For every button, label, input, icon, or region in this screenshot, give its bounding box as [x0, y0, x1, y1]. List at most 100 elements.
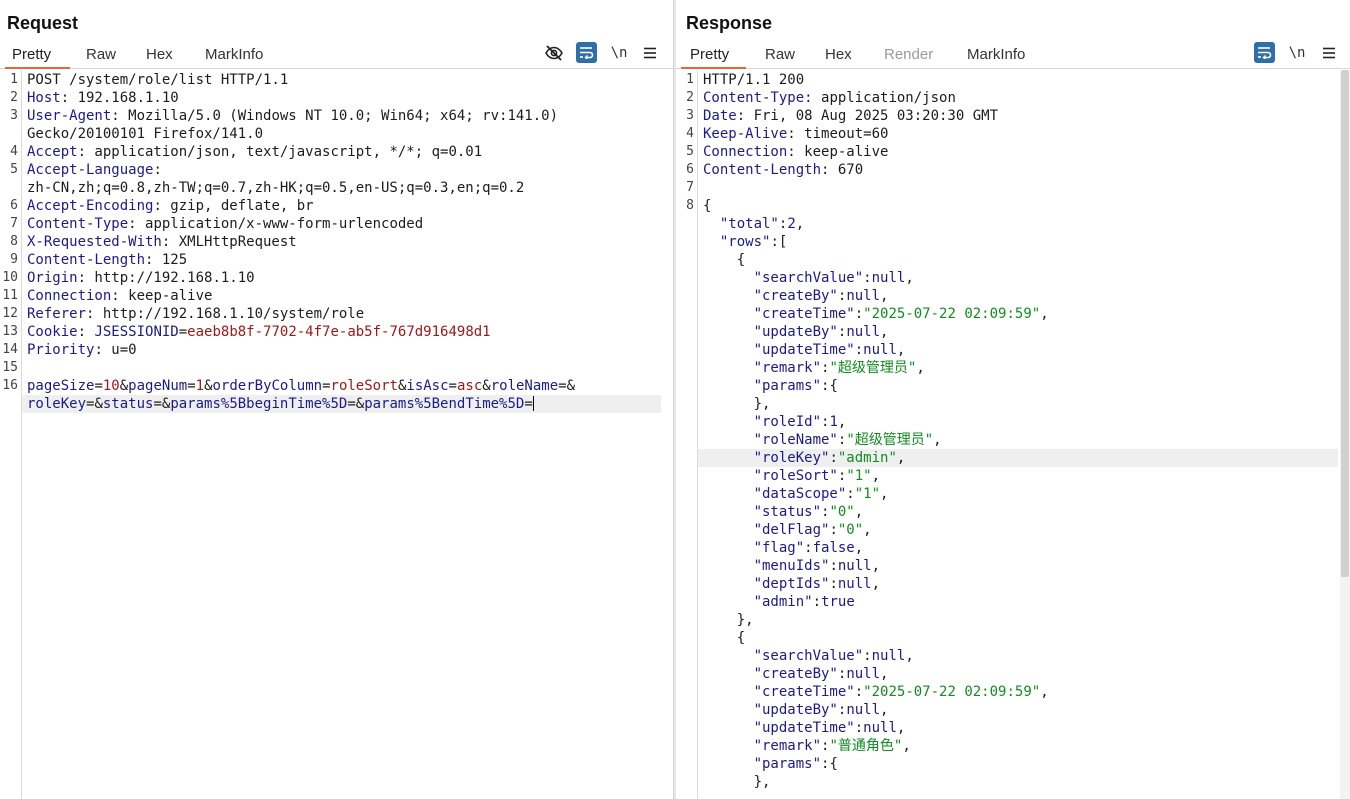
line-number: 1 [686, 72, 694, 87]
response-code-line[interactable]: "searchValue":null, [698, 269, 1338, 287]
code-token: { [703, 252, 746, 268]
eye-off-icon[interactable] [543, 42, 565, 64]
tab-response-pretty[interactable]: Pretty [681, 45, 746, 69]
response-code-line[interactable]: "params":{ [698, 377, 1338, 395]
response-code-line[interactable]: "status":"0", [698, 503, 1338, 521]
request-code-line[interactable]: Referer: http://192.168.1.10/system/role [22, 305, 661, 323]
code-token: "updateBy" [753, 702, 838, 718]
line-number: 5 [10, 162, 18, 177]
request-code-line[interactable] [22, 359, 661, 377]
response-code-line[interactable]: "roleKey":"admin", [698, 449, 1338, 467]
tab-response-raw[interactable]: Raw [765, 46, 796, 63]
response-scroll-thumb[interactable] [1341, 70, 1349, 577]
code-token: , [880, 702, 889, 718]
request-code-line[interactable]: POST /system/role/list HTTP/1.1 [22, 71, 661, 89]
response-code-line[interactable]: }, [698, 395, 1338, 413]
response-scrollbar[interactable] [1340, 70, 1350, 799]
response-code-line[interactable]: "dataScope":"1", [698, 485, 1338, 503]
request-code-line[interactable]: Priority: u=0 [22, 341, 661, 359]
newline-toggle-button[interactable]: \n [1288, 45, 1306, 61]
wrap-lines-icon[interactable] [576, 42, 597, 63]
response-code-line[interactable]: Date: Fri, 08 Aug 2025 03:20:30 GMT [698, 107, 1338, 125]
response-code-line[interactable]: }, [698, 773, 1338, 791]
response-code-line[interactable]: "updateTime":null, [698, 719, 1338, 737]
tab-response-markinfo[interactable]: MarkInfo [967, 46, 1026, 63]
response-code-line[interactable]: "params":{ [698, 755, 1338, 773]
request-code-line[interactable]: User-Agent: Mozilla/5.0 (Windows NT 10.0… [22, 107, 661, 125]
code-token [703, 576, 754, 592]
response-code-line[interactable]: "total":2, [698, 215, 1338, 233]
code-token: params%5BbeginTime%5D [170, 396, 348, 412]
response-code-line[interactable]: "roleSort":"1", [698, 467, 1338, 485]
request-code-line[interactable]: Accept-Encoding: gzip, deflate, br [22, 197, 661, 215]
response-code-line[interactable]: HTTP/1.1 200 [698, 71, 1338, 89]
response-code-line[interactable]: "flag":false, [698, 539, 1338, 557]
request-code-line[interactable]: Gecko/20100101 Firefox/141.0 [22, 125, 661, 143]
response-code-line[interactable]: { [698, 197, 1338, 215]
wrap-lines-icon[interactable] [1254, 42, 1275, 63]
hamburger-menu-icon[interactable] [643, 42, 657, 64]
response-code-line[interactable]: "menuIds":null, [698, 557, 1338, 575]
request-code-line[interactable]: Connection: keep-alive [22, 287, 661, 305]
line-number: 13 [2, 324, 18, 339]
response-code-line[interactable]: "createBy":null, [698, 665, 1338, 683]
request-code-line[interactable]: Content-Length: 125 [22, 251, 661, 269]
tab-request-pretty[interactable]: Pretty [5, 45, 70, 69]
response-code-text: }, [703, 395, 771, 413]
response-code-line[interactable]: "updateBy":null, [698, 701, 1338, 719]
request-code-line[interactable]: Content-Type: application/x-www-form-url… [22, 215, 661, 233]
response-code-line[interactable]: "delFlag":"0", [698, 521, 1338, 539]
request-code-line[interactable]: Host: 192.168.1.10 [22, 89, 661, 107]
request-code-line[interactable]: X-Requested-With: XMLHttpRequest [22, 233, 661, 251]
code-token: : Fri, 08 Aug 2025 03:20:30 GMT [736, 108, 999, 124]
response-code-line[interactable]: "rows":[ [698, 233, 1338, 251]
tab-request-hex[interactable]: Hex [146, 46, 173, 63]
request-code-line[interactable]: Accept-Language: [22, 161, 661, 179]
code-token: 1 [829, 414, 838, 430]
request-code-line[interactable]: Accept: application/json, text/javascrip… [22, 143, 661, 161]
request-code-line[interactable]: Cookie: JSESSIONID=eaeb8b8f-7702-4f7e-ab… [22, 323, 661, 341]
response-code-line[interactable]: "admin":true [698, 593, 1338, 611]
request-code-line[interactable]: Origin: http://192.168.1.10 [22, 269, 661, 287]
response-code-line[interactable]: "updateBy":null, [698, 323, 1338, 341]
response-code-line[interactable]: "roleName":"超级管理员", [698, 431, 1338, 449]
response-tabbar: Pretty Raw Hex Render MarkInfo \n [676, 42, 1350, 69]
request-code-line[interactable]: roleKey=&status=&params%5BbeginTime%5D=&… [22, 395, 661, 413]
response-code-line[interactable]: "deptIds":null, [698, 575, 1338, 593]
response-code-line[interactable]: "createTime":"2025-07-22 02:09:59", [698, 683, 1338, 701]
tab-request-raw[interactable]: Raw [86, 46, 117, 63]
tab-request-markinfo[interactable]: MarkInfo [205, 46, 264, 63]
response-code-line[interactable]: Content-Type: application/json [698, 89, 1338, 107]
line-number: 7 [10, 216, 18, 231]
hamburger-menu-icon[interactable] [1322, 42, 1336, 64]
response-code-line[interactable]: "remark":"超级管理员", [698, 359, 1338, 377]
response-code-text: Connection: keep-alive [703, 143, 888, 161]
code-token: status [102, 396, 154, 412]
code-token: "普通角色" [829, 738, 903, 754]
pane-divider[interactable] [673, 0, 676, 799]
response-code-line[interactable]: }, [698, 611, 1338, 629]
response-code-text: "createBy":null, [703, 665, 889, 683]
tab-response-hex[interactable]: Hex [825, 46, 852, 63]
response-code-line[interactable]: "createTime":"2025-07-22 02:09:59", [698, 305, 1338, 323]
response-code-line[interactable]: { [698, 629, 1338, 647]
response-code-line[interactable]: "updateTime":null, [698, 341, 1338, 359]
response-code-line[interactable] [698, 179, 1338, 197]
response-code-line[interactable]: "searchValue":null, [698, 647, 1338, 665]
response-code-line[interactable]: { [698, 251, 1338, 269]
response-code-line[interactable]: "roleId":1, [698, 413, 1338, 431]
response-code-line[interactable]: Connection: keep-alive [698, 143, 1338, 161]
response-code-line[interactable]: "remark":"普通角色", [698, 737, 1338, 755]
request-code-line[interactable]: pageSize=10&pageNum=1&orderByColumn=role… [22, 377, 661, 395]
request-code-line[interactable]: zh-CN,zh;q=0.8,zh-TW;q=0.7,zh-HK;q=0.5,e… [22, 179, 661, 197]
response-code-line[interactable]: Keep-Alive: timeout=60 [698, 125, 1338, 143]
tab-response-render[interactable]: Render [884, 46, 934, 63]
response-code-line[interactable]: Content-Length: 670 [698, 161, 1338, 179]
newline-toggle-button[interactable]: \n [610, 45, 628, 61]
code-token [703, 666, 754, 682]
response-code-line[interactable]: "createBy":null, [698, 287, 1338, 305]
